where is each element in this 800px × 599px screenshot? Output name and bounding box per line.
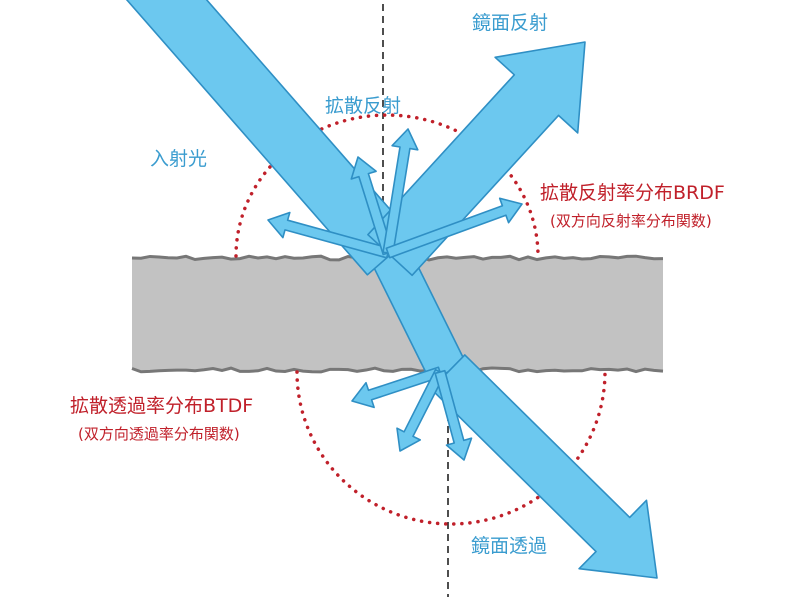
diffuse-transmission-arrow bbox=[434, 369, 473, 461]
brdf-label: 拡散反射率分布BRDF bbox=[540, 182, 725, 204]
brdf-subtitle: (双方向反射率分布関数) bbox=[550, 212, 712, 230]
specular-transmission-label: 鏡面透過 bbox=[471, 535, 548, 557]
specular-reflection-label: 鏡面反射 bbox=[472, 12, 549, 34]
material-bottom-edge bbox=[131, 366, 664, 374]
diffuse-reflection-arrow bbox=[267, 211, 391, 259]
btdf-subtitle: (双方向透過率分布関数) bbox=[78, 425, 240, 443]
btdf-label: 拡散透過率分布BTDF bbox=[70, 395, 254, 417]
btdf-boundary bbox=[295, 370, 607, 526]
incident-light-label: 入射光 bbox=[150, 148, 208, 170]
diffuse-reflection-arrow bbox=[350, 156, 394, 256]
specular-transmission-beam bbox=[430, 354, 658, 579]
diffuse-reflection-arrow bbox=[385, 197, 523, 259]
diffuse-reflection-arrow bbox=[382, 128, 419, 255]
diffuse-reflection-label: 拡散反射 bbox=[325, 95, 402, 117]
